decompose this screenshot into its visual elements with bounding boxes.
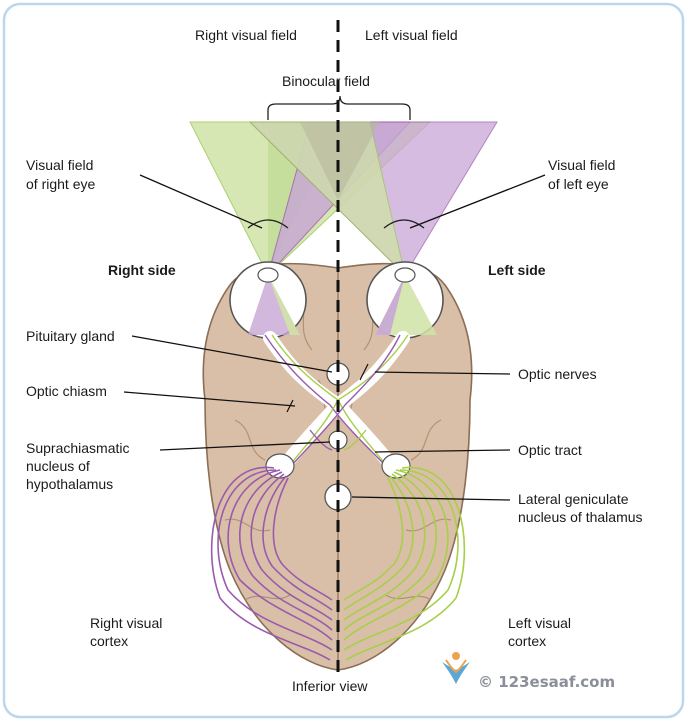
label-left-side: Left side [488,262,546,278]
label-right-side: Right side [108,262,176,278]
label-optic-tract: Optic tract [518,442,582,458]
label-optic-nerves: Optic nerves [518,366,597,382]
label-right-cortex-line1: Right visual [90,615,162,631]
leader-ticks [286,363,369,413]
label-right-cortex-line2: cortex [90,633,128,649]
label-left-visual-field: Left visual field [365,27,458,43]
label-left-cortex-line2: cortex [508,633,546,649]
left-eye [366,261,444,339]
lgn-left [381,453,411,479]
label-lgn-line2: nucleus of thalamus [518,509,643,525]
label-inferior-view: Inferior view [292,678,368,694]
label-binocular-field: Binocular field [282,73,370,89]
right-eye-angle-arc [247,219,289,229]
binocular-overlap [300,122,380,200]
label-left-cortex-line1: Left visual [508,615,571,631]
watermark-logo-icon [442,652,470,684]
watermark-text: © 123esaaf.com [478,673,615,691]
lgn-right [265,453,295,479]
label-visual-field-right-eye-line1: Visual field [26,157,93,173]
label-lgn-line1: Lateral geniculate [518,491,629,507]
label-optic-chiasm: Optic chiasm [26,383,107,399]
left-eye-angle-arc [383,219,425,229]
right-eye [229,261,307,339]
label-pituitary-gland: Pituitary gland [26,328,115,344]
label-visual-field-left-eye-line1: Visual field [548,157,615,173]
optic-radiation-right [210,466,333,661]
label-visual-field-right-eye-line2: of right eye [26,176,95,192]
label-suprachiasmatic-line1: Suprachiasmatic [26,440,130,456]
label-suprachiasmatic-line2: nucleus of [26,458,90,474]
binocular-bracket [267,95,411,120]
label-visual-field-left-eye-line2: of left eye [548,176,609,192]
leader-lines [123,174,546,501]
label-right-visual-field: Right visual field [195,27,297,43]
label-suprachiasmatic-line3: hypothalamus [26,476,113,492]
